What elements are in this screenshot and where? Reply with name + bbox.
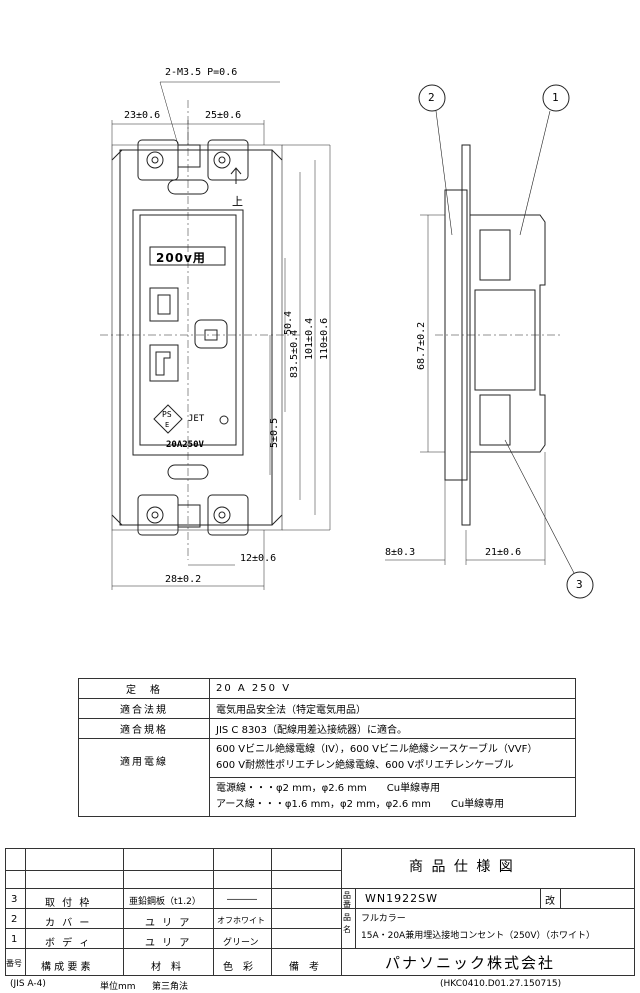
header-color: 色 彩 (223, 962, 253, 973)
spec-row: 適合規格 JIS C 8303（配線用差込接続器）に適合。 (78, 718, 576, 739)
part-name: ボ デ ィ (45, 938, 92, 949)
footer-paper: (JIS A-4) (10, 979, 46, 989)
part-name: カ バ ー (45, 918, 92, 929)
spec-row: 適用電線 600 Vビニル絶縁電線（IV），600 Vビニル絶縁シースケーブル（… (78, 738, 576, 817)
part-material: ユ リ ア (145, 918, 192, 929)
spec-value: JIS C 8303（配線用差込接続器）に適合。 (209, 718, 576, 739)
ps-mark: PS (162, 410, 172, 419)
header-material: 材 料 (151, 962, 181, 973)
side-dim-height: 68.7±0.2 (416, 321, 427, 370)
dim-bottom: 28±0.2 (165, 574, 202, 585)
dim-top-right: 25±0.6 (205, 110, 242, 121)
part-number: WN1922SW (365, 892, 438, 905)
wire-line: アース線・・・φ1.6 mm，φ2 mm，φ2.6 mm Cu単線専用 (216, 799, 505, 810)
footer-projection: 第三角法 (152, 982, 189, 992)
company-name: パナソニック株式会社 (385, 954, 556, 972)
dim-v5: 5±0.5 (269, 417, 280, 448)
part-no: 2 (11, 914, 18, 925)
front-frame-body (119, 149, 273, 526)
technical-drawing (100, 81, 594, 599)
part-color: グリーン (223, 938, 259, 948)
spec-key: 適合法規 (78, 698, 210, 719)
part-material: 亜鉛鋼板（t1.2） (129, 897, 201, 907)
callout-1: 1 (552, 91, 559, 104)
dim-v2: 83.5±0.4 (289, 329, 300, 378)
name-label: 品名 (343, 913, 351, 934)
spec-row: 適合法規 電気用品安全法（特定電気用品） (78, 698, 576, 719)
name-line2: 15A・20A兼用埋込接地コンセント（250V）（ホワイト） (361, 931, 596, 941)
doc-title: 商 品 仕 様 図 (409, 859, 515, 875)
up-mark: 上 (232, 195, 243, 208)
part-color: オフホワイト (217, 916, 265, 925)
footer-unit: 単位mm (100, 982, 136, 992)
header-part: 構 成 要 素 (41, 962, 91, 973)
title-block: 商 品 仕 様 図 品番 WN1922SW 改 品名 フルカラー 15A・20A… (5, 848, 635, 976)
spec-table: 定 格 20 A 250 V 適合法規 電気用品安全法（特定電気用品） 適合規格… (78, 678, 576, 817)
wire-line: 電源線・・・φ2 mm，φ2.6 mm Cu単線専用 (216, 783, 441, 794)
dim-v4: 110±0.6 (319, 317, 330, 360)
dim-top-left: 23±0.6 (124, 110, 161, 121)
spec-value: 電気用品安全法（特定電気用品） (209, 698, 576, 719)
part-no: 1 (11, 934, 18, 945)
dim-right-bottom: 12±0.6 (240, 553, 277, 564)
spec-key: 適合規格 (78, 718, 210, 739)
wire-line: 600 Vビニル絶縁電線（IV），600 Vビニル絶縁シースケーブル（VVF） (216, 744, 538, 755)
footer-doc-code: (HKC0410.D01.27.150715) (440, 979, 562, 989)
spec-value: 600 Vビニル絶縁電線（IV），600 Vビニル絶縁シースケーブル（VVF） … (209, 738, 576, 817)
name-line1: フルカラー (361, 914, 406, 924)
callout-2: 2 (428, 91, 435, 104)
side-dim-left: 8±0.3 (385, 547, 416, 558)
part-number-label: 品番 (343, 891, 351, 909)
spec-key: 定 格 (78, 678, 210, 699)
part-no: 3 (11, 894, 18, 905)
side-dim-right: 21±0.6 (485, 547, 522, 558)
ps-sub: E (165, 421, 170, 429)
part-color: ――― (227, 894, 257, 905)
part-material: ユ リ ア (145, 938, 192, 949)
wire-line: 600 V耐燃性ポリエチレン絶縁電線、600 Vポリエチレンケーブル (216, 760, 514, 771)
spec-row: 定 格 20 A 250 V (78, 678, 576, 699)
label-200v: 200v用 (156, 251, 206, 265)
spec-key: 適用電線 (78, 738, 210, 817)
part-name: 取 付 枠 (45, 898, 92, 909)
screw-spec: 2-M3.5 P=0.6 (165, 67, 238, 78)
callout-3: 3 (576, 578, 583, 591)
rating-mark: 20A250V (166, 440, 204, 450)
header-no: 番号 (6, 959, 22, 968)
header-note: 備 考 (289, 962, 319, 973)
revision-label: 改 (545, 896, 555, 907)
front-mounting-frame (111, 144, 283, 531)
jet-mark: JET (188, 414, 205, 424)
dim-v3: 101±0.4 (304, 317, 315, 360)
spec-value: 20 A 250 V (209, 678, 576, 699)
